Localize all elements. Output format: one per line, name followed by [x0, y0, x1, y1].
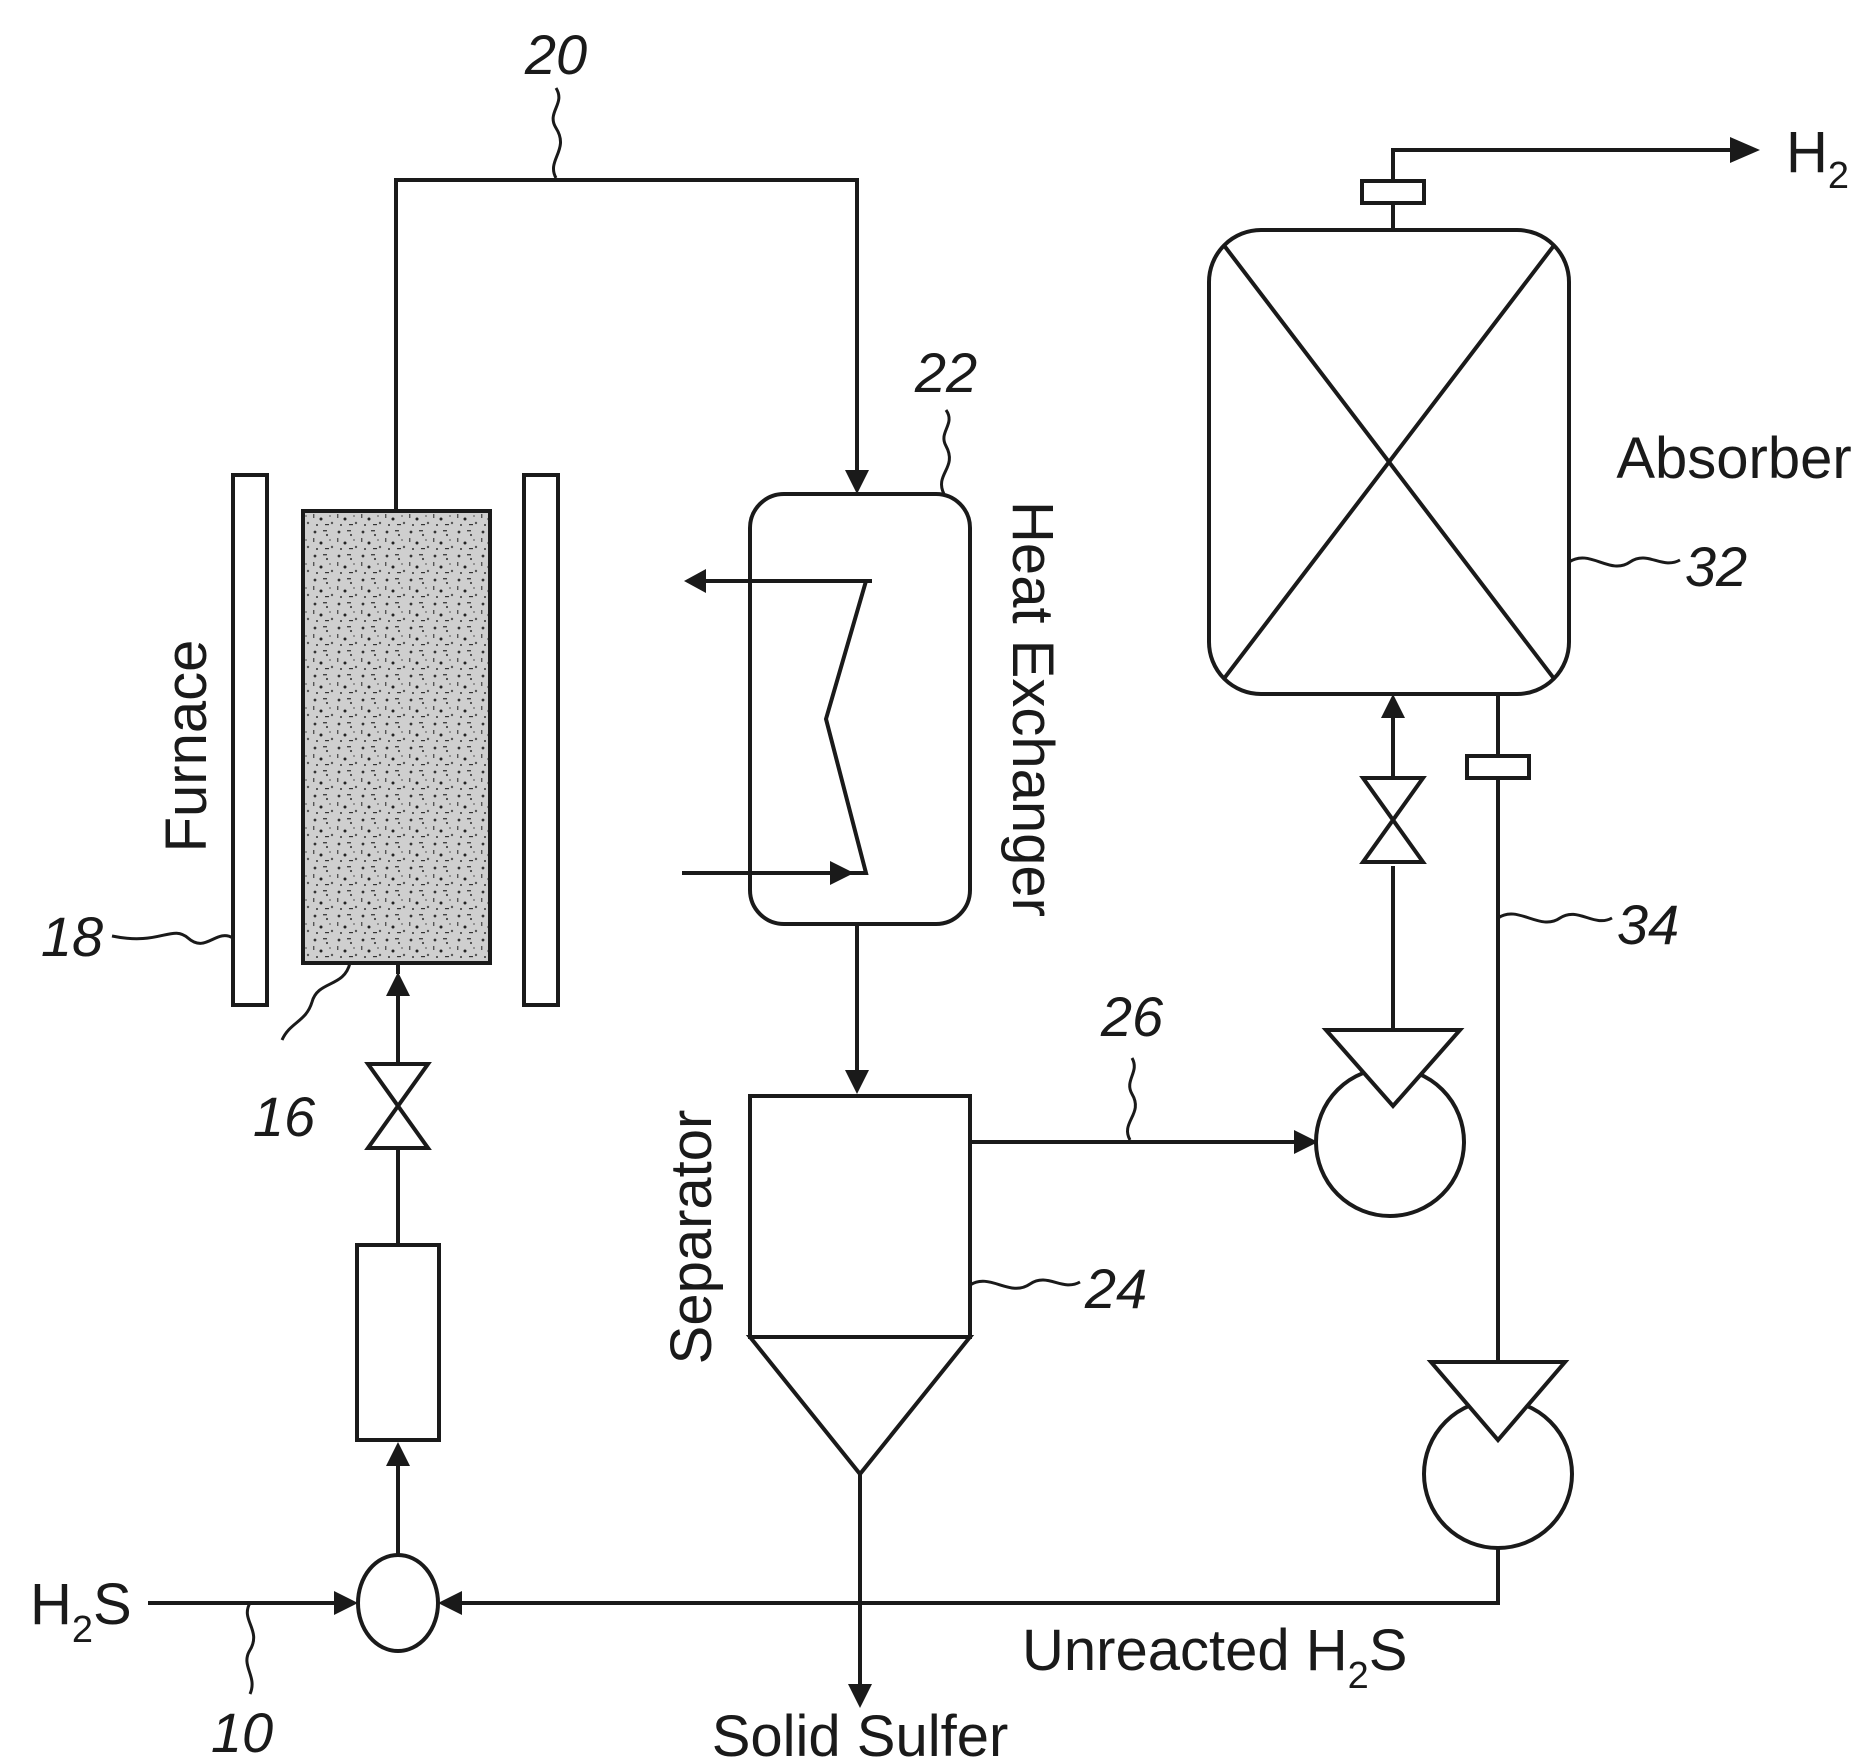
line-34 [1467, 694, 1529, 1362]
absorber-outlet-fitting [1467, 756, 1529, 778]
valve-absorber-inlet [1363, 778, 1423, 862]
heat-exchanger-shell [750, 494, 970, 924]
line-20 [396, 180, 869, 511]
solid-sulfer-label: Solid Sulfer [712, 1704, 1009, 1759]
pump-upper [1316, 1030, 1464, 1216]
h2-outlet-fitting [1362, 181, 1424, 203]
ref-34-label: 34 [1617, 893, 1679, 956]
ref-22: 22 [914, 341, 977, 494]
ref-34: 34 [1498, 893, 1679, 956]
solid-sulfer-outlet: Solid Sulfer [712, 1474, 1009, 1759]
valve-reactor-inlet [368, 1064, 428, 1148]
h2-label: H2 [1786, 120, 1849, 197]
recycle-line: Unreacted H2S [438, 1548, 1498, 1697]
reactor-packed-bed [303, 511, 490, 963]
h2s-feed-label: H2S [30, 1572, 132, 1651]
h2-outlet: H2 [1362, 120, 1849, 230]
h2s-feed: H2S [30, 1572, 358, 1651]
line-pump-to-absorber [1363, 694, 1423, 1030]
ref-10: 10 [211, 1603, 273, 1759]
heat-exchanger-label: Heat Exchanger [1000, 501, 1065, 917]
ref-24: 24 [970, 1257, 1147, 1320]
mixer [358, 1555, 438, 1651]
separator-body [750, 1096, 970, 1337]
separator: Separator [659, 1096, 970, 1474]
ref-32: 32 [1569, 535, 1747, 598]
ref-22-label: 22 [914, 341, 977, 404]
heat-exchanger: Heat Exchanger [684, 494, 1065, 924]
pump-lower [1424, 1362, 1572, 1548]
flow-controller [357, 1245, 439, 1440]
mixer-junction [358, 1555, 438, 1651]
ref-26-label: 26 [1100, 985, 1164, 1048]
reactor-bed [303, 511, 490, 963]
separator-cone [750, 1337, 970, 1474]
ref-20: 20 [524, 23, 587, 178]
ref-10-label: 10 [211, 1701, 273, 1759]
ref-20-label: 20 [524, 23, 587, 86]
unreacted-h2s-label: Unreacted H2S [1022, 1618, 1407, 1697]
separator-label: Separator [659, 1110, 724, 1365]
ref-26: 26 [1100, 985, 1164, 1140]
absorber: Absorber [1209, 230, 1852, 694]
furnace-wall-left [233, 475, 267, 1005]
ref-24-label: 24 [1084, 1257, 1147, 1320]
coolant-out-arrow [684, 569, 706, 593]
ref-32-label: 32 [1685, 535, 1747, 598]
ref-18: 18 [41, 905, 233, 968]
ref-16-label: 16 [253, 1085, 316, 1148]
feed-to-reactor [357, 963, 439, 1555]
line-hx-to-separator [845, 924, 869, 1094]
ref-18-label: 18 [41, 905, 103, 968]
furnace-wall-right [524, 475, 558, 1005]
absorber-label: Absorber [1616, 426, 1851, 491]
furnace-label: Furnace [154, 640, 219, 853]
line-26 [970, 1130, 1318, 1154]
